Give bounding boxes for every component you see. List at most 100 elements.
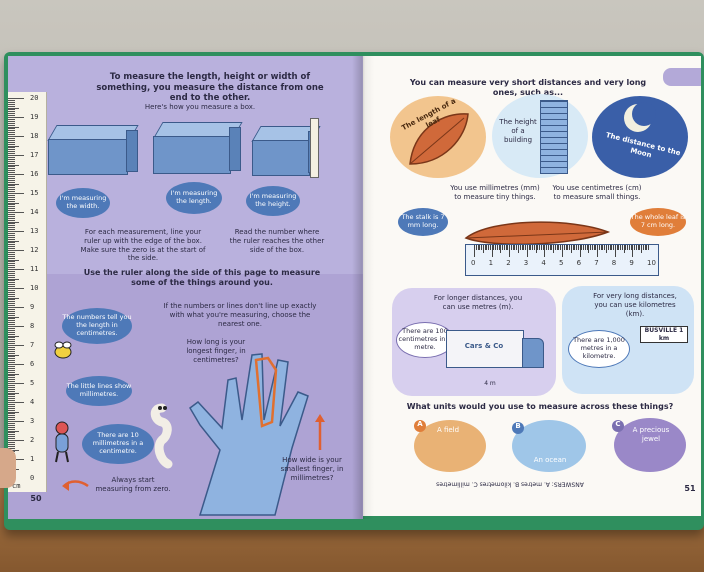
ruler-tick [8, 174, 24, 175]
ruler-tick [8, 223, 15, 225]
ruler-number: 7 [594, 259, 599, 267]
ruler-tick [486, 245, 488, 250]
ruler-tick [8, 155, 24, 156]
ruler-tick [8, 415, 15, 417]
ruler-tick [8, 225, 15, 227]
ruler-tick [639, 245, 641, 250]
ruler-tick [8, 98, 24, 99]
ruler-number: 7 [30, 341, 35, 349]
hand-illustration [189, 353, 309, 516]
ruler-tick [528, 245, 530, 250]
small-finger-question: How wide is your smallest finger, in mil… [280, 456, 344, 482]
ruler-number: 8 [30, 322, 35, 330]
ruler-tick [8, 164, 19, 166]
ruler-tick [8, 187, 15, 189]
ruler-tick [8, 175, 15, 177]
field-circle [414, 420, 486, 472]
ruler-tick [8, 221, 19, 223]
ruler-tick [560, 245, 562, 250]
ruler-tick [8, 335, 19, 337]
ruler-tick [642, 245, 644, 250]
left-heading: To measure the length, height or width o… [96, 72, 324, 104]
ruler-tick [606, 245, 607, 253]
truck-cab [522, 338, 544, 368]
ruler-tick [8, 244, 15, 246]
left-page-number: 50 [30, 494, 42, 503]
ruler-tick [8, 411, 19, 413]
ruler-tick [618, 245, 620, 250]
ruler-tick [630, 245, 632, 250]
ruler-tick [8, 299, 15, 301]
ruler-tick [8, 126, 19, 128]
ruler-tick [8, 246, 15, 248]
ruler-tick [8, 350, 15, 352]
ruler-number: 15 [30, 189, 39, 197]
ruler-tick [8, 413, 15, 415]
ruler-number: 6 [30, 360, 35, 368]
ruler-tick [8, 202, 19, 204]
building-icon [540, 100, 568, 174]
ruler-tick [8, 272, 15, 274]
right-heading: You can measure very short distances and… [409, 78, 647, 97]
ruler-tick [8, 396, 15, 398]
ruler-tick [579, 245, 581, 257]
finger-question: How long is your longest finger, in cent… [186, 338, 246, 364]
ruler-number: 5 [30, 379, 35, 387]
ruler-tick [535, 245, 537, 253]
ruler-tick [648, 245, 650, 250]
ruler-tick [510, 245, 512, 250]
ruler-number: 9 [629, 259, 634, 267]
ruler-tick [8, 379, 15, 381]
cm-text: You use centimetres (cm) to measure smal… [552, 184, 642, 201]
ruler-tick [586, 245, 588, 250]
ruler-number: 4 [30, 398, 35, 406]
ruler-tick [8, 362, 15, 364]
ruler-tick [646, 245, 648, 250]
bubble-height: I'm measuring the height. [246, 186, 300, 216]
ruler-tick [8, 383, 24, 384]
ruler-tick [8, 312, 15, 314]
ruler-tick [593, 245, 595, 250]
ruler-tick [572, 245, 574, 250]
bee-illustration [54, 341, 72, 359]
ruler-tick [8, 398, 15, 400]
ruler-tick [8, 320, 15, 322]
ruler-number: 1 [488, 259, 494, 267]
ruler-tick [613, 245, 615, 250]
ruler-tick [8, 101, 15, 103]
mm-text: You use millimetres (mm) to measure tiny… [450, 184, 540, 201]
ruler-tick [565, 245, 567, 250]
ruler-tick [8, 270, 15, 272]
ruler-tick [8, 417, 15, 419]
ruler-tick [500, 245, 502, 253]
ruler-tick [8, 261, 15, 263]
ruler-tick [607, 245, 609, 250]
ruler-tick [567, 245, 569, 250]
ruler-tick [530, 245, 532, 250]
ruler-tick [8, 240, 19, 242]
bubble-length: I'm measuring the length. [166, 182, 222, 214]
ruler-tick [8, 269, 24, 270]
ruler-number: 8 [611, 259, 617, 267]
ruler-tick [562, 245, 563, 257]
ruler-tick [8, 111, 15, 113]
ruler-tick [637, 245, 639, 250]
ruler-tick [509, 245, 511, 257]
ruler-tick [8, 265, 15, 267]
bubble-leaf: The whole leaf is 7 cm long. [630, 208, 686, 236]
ruler-tick [8, 337, 15, 339]
ruler-tick [8, 392, 19, 394]
ruler-tick [8, 303, 15, 305]
ruler-tick [8, 232, 15, 234]
ruler-tick [8, 327, 15, 329]
ruler-tick [614, 245, 616, 257]
arrow-icon [62, 480, 89, 491]
ruler-tick [523, 245, 525, 250]
ruler-tick [477, 245, 479, 250]
ruler-tick [8, 206, 15, 208]
answers-text: ANSWERS: A. metres B. kilometres C. mill… [436, 480, 584, 488]
ruler-tick [505, 245, 507, 250]
ruler-number: 12 [30, 246, 39, 254]
ruler-tick [8, 227, 15, 229]
ruler-tick [8, 436, 15, 438]
